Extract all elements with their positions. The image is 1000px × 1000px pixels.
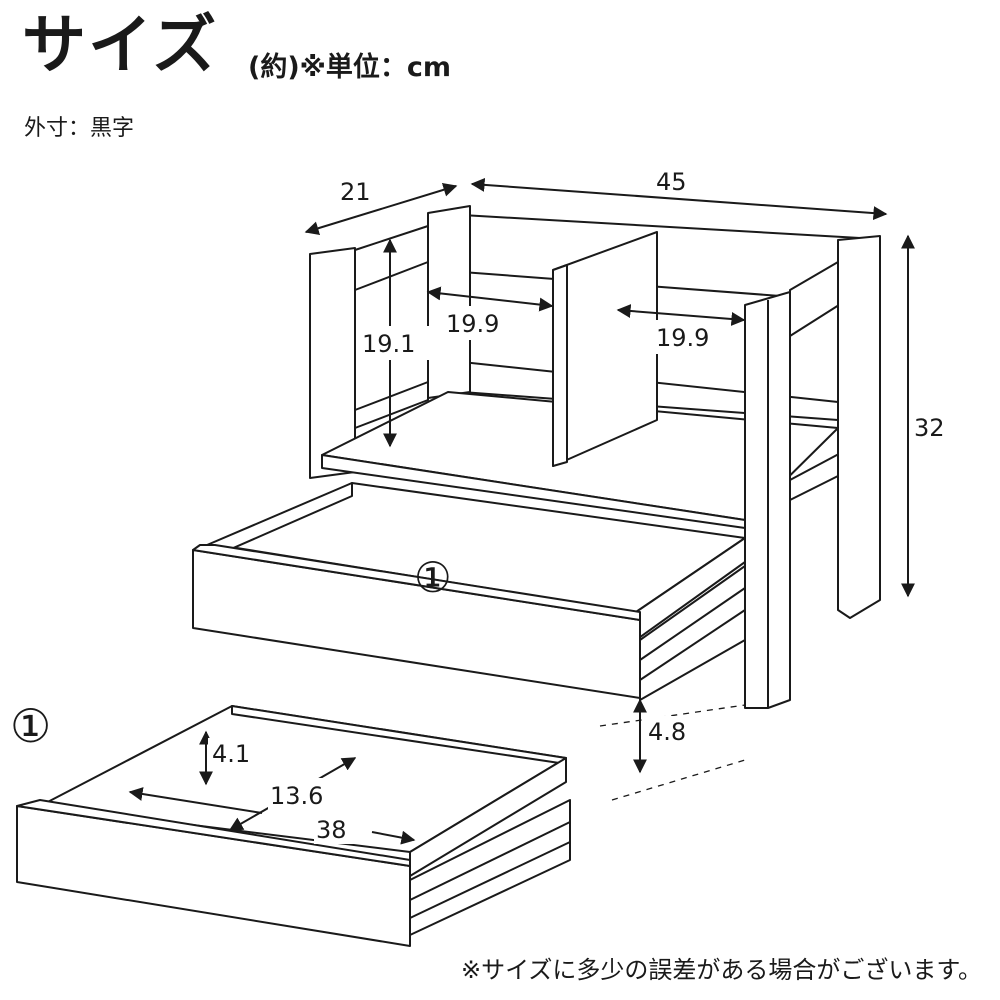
drawer-marker-detail: ①	[10, 699, 51, 753]
shelf-divider-edge	[552, 264, 568, 467]
label-drawer-height: 4.1	[212, 740, 250, 768]
arrow-left-compartment	[426, 286, 554, 312]
drawer-front-top	[192, 544, 641, 621]
right-back-post	[837, 235, 881, 619]
left-top-rail	[354, 225, 429, 291]
label-height: 32	[914, 414, 945, 442]
legend-note: 外寸：黒字	[24, 116, 135, 141]
arrow-depth	[304, 183, 458, 235]
arrow-drawer-width-right	[371, 830, 416, 845]
label-drawer-clearance: 4.8	[648, 718, 686, 746]
label-drawer-width: 38	[316, 816, 347, 844]
label-inner-height: 19.1	[362, 330, 415, 358]
label-width: 45	[656, 168, 687, 196]
drawer-detail-front-top	[16, 799, 411, 867]
label-depth: 21	[340, 178, 371, 206]
left-back-post	[427, 205, 471, 399]
footer-note: ※サイズに多少の誤差がある場合がございます。	[461, 956, 982, 984]
arrow-width	[470, 177, 888, 221]
arrow-drawer-width-left	[128, 787, 263, 814]
arrow-right-compartment	[616, 304, 746, 326]
label-right-compartment: 19.9	[656, 324, 709, 352]
label-drawer-depth: 13.6	[270, 782, 323, 810]
page-title: サイズ	[22, 9, 219, 83]
label-left-compartment: 19.9	[446, 310, 499, 338]
drawer-marker-inserted: ①	[414, 553, 452, 602]
unit-note: (約)※単位：cm	[248, 52, 452, 83]
